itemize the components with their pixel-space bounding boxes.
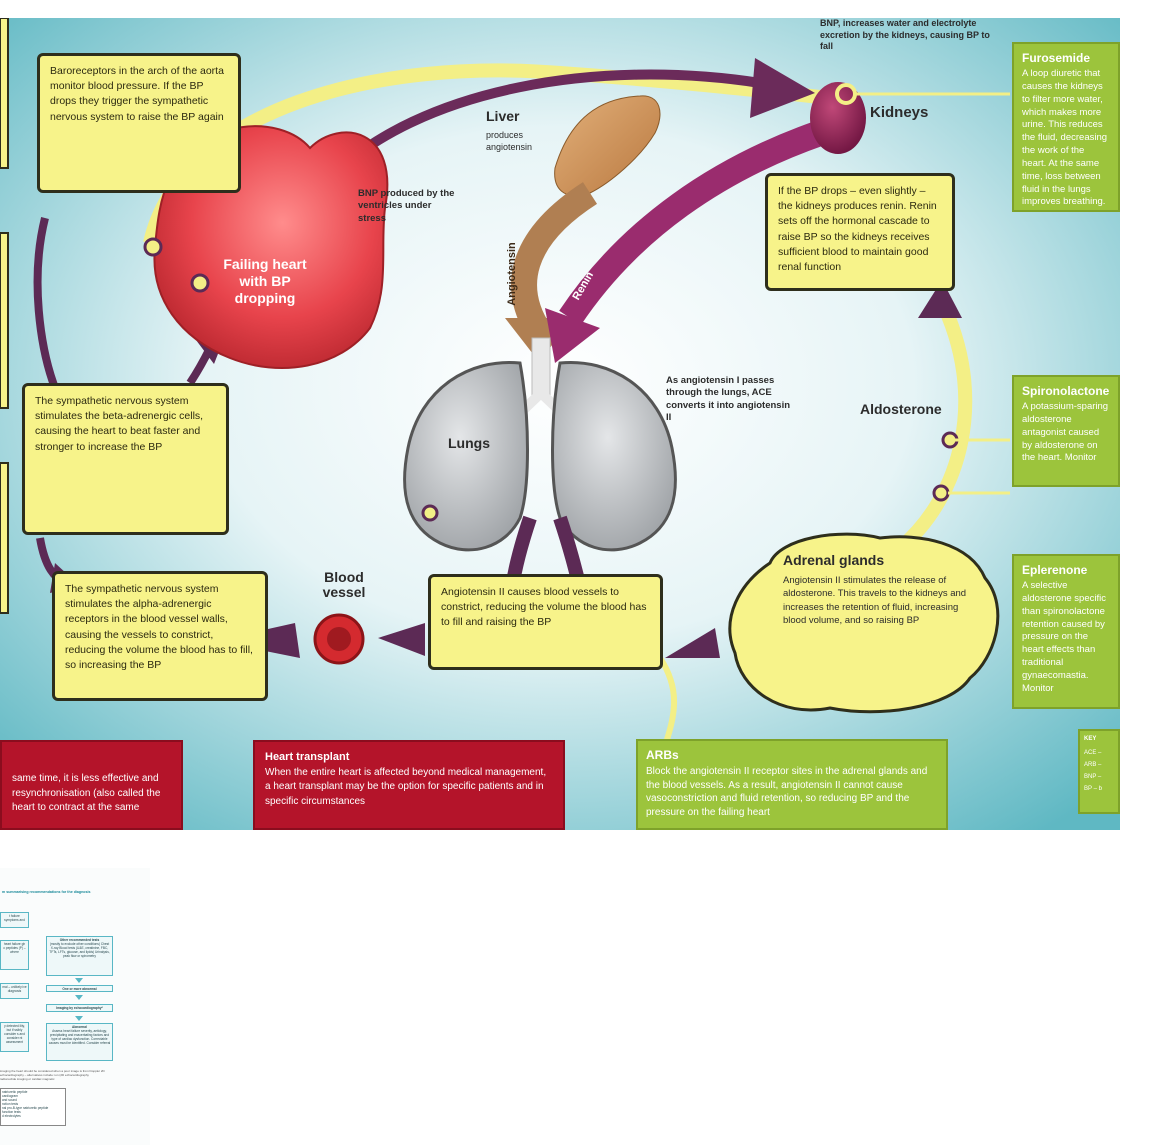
liver-title: Liver (486, 108, 519, 124)
flowchart-box-one-or-more: One or more abnormal (46, 985, 113, 992)
flowchart-arrow-down-icon (75, 1016, 83, 1021)
flowchart-box-no-abnormality: y detected ility, but if ssibly consider… (0, 1022, 29, 1052)
eplerenone-card: Eplerenone A selective aldosterone speci… (1012, 554, 1120, 709)
flowchart-arrow-down-icon (75, 978, 83, 983)
kidneys-text: If the BP drops – even slightly – the ki… (778, 185, 937, 273)
furosemide-title: Furosemide (1022, 50, 1110, 66)
aldosterone-label: Aldosterone (860, 401, 942, 417)
angiotensin2-text: Angiotensin II causes blood vessels to c… (441, 586, 646, 628)
furosemide-card: Furosemide A loop diuretic that causes t… (1012, 42, 1120, 212)
liver-subtitle: produces angiotensin (486, 130, 546, 153)
kidneys-box: If the BP drops – even slightly – the ki… (765, 173, 955, 291)
flowchart-box-symptoms-text: t failure symptoms and (4, 914, 25, 922)
flowchart-box-no-abnormality-text: y detected ility, but if ssibly consider… (4, 1024, 25, 1044)
spironolactone-text: A potassium-sparing aldosterone antagoni… (1022, 401, 1108, 463)
arbs-title: ARBs (646, 747, 938, 763)
sympathetic-beta-text: The sympathetic nervous system stimulate… (35, 395, 203, 453)
sympathetic-alpha-text: The sympathetic nervous system stimulate… (65, 583, 253, 671)
adrenal-text: Angiotensin II stimulates the release of… (783, 574, 968, 627)
bnp-label: BNP produced by the ventricles under str… (358, 188, 458, 225)
flowchart-box-suspected: heart failure gh c peptides (P) – where (0, 940, 29, 970)
lungs-label: Lungs (448, 435, 490, 451)
key-line: BP – b (1084, 785, 1114, 793)
resynchronisation-card: same time, it is less effective and resy… (0, 740, 183, 830)
flowchart-title: m summarising recommendations for the di… (2, 890, 150, 894)
eplerenone-text: A selective aldosterone specific than sp… (1022, 580, 1106, 694)
key-title: KEY (1084, 735, 1114, 743)
flowchart-arrow-down-icon (75, 995, 83, 1000)
heart-label: Failing heart with BP dropping (210, 256, 320, 306)
heart-transplant-text: When the entire heart is affected beyond… (265, 767, 546, 807)
flowchart-legend: natriuretic peptide cardiogram and sound… (0, 1088, 66, 1126)
flowchart-imaging-text: Imaging by echocardiography* (56, 1006, 103, 1010)
flowchart-legend-line: d electrolytes (2, 1114, 64, 1118)
flowchart-other-tests-text: (mostly to exclude other conditions) Che… (49, 942, 109, 958)
baroreceptors-box: Baroreceptors in the arch of the aorta m… (37, 53, 241, 193)
arbs-card: ARBs Block the angiotensin II receptor s… (636, 739, 948, 830)
flowchart-box-imaging: Imaging by echocardiography* (46, 1004, 113, 1012)
key-line: ARB – (1084, 761, 1114, 769)
resynchronisation-text: same time, it is less effective and resy… (12, 772, 171, 816)
angiotensin-arrow-label: Angiotensin (506, 242, 518, 306)
flowchart-box-symptoms: t failure symptoms and (0, 912, 29, 928)
eplerenone-title: Eplerenone (1022, 562, 1110, 578)
key-line: ACE – (1084, 749, 1114, 757)
arbs-text: Block the angiotensin II receptor sites … (646, 766, 927, 818)
ace-label: As angiotensin I passes through the lung… (666, 375, 796, 424)
key-box: KEY ACE – ARB – BNP – BP – b (1078, 729, 1120, 814)
heart-transplant-card: Heart transplant When the entire heart i… (253, 740, 565, 830)
flowchart-box-normal: mal – unlikely ive diagnosis (0, 983, 29, 999)
flowchart-box-suspected-sub: c peptides (P) – where (3, 946, 25, 954)
key-line: BNP – (1084, 773, 1114, 781)
flowchart-box-normal-text: mal – unlikely ive diagnosis (2, 985, 26, 993)
sympathetic-beta-box: The sympathetic nervous system stimulate… (22, 383, 229, 535)
flowchart-box-abnormal: Abnormal Assess heart failure severity, … (46, 1023, 113, 1061)
heart-transplant-title: Heart transplant (265, 750, 553, 766)
heart-failure-diagram: BNP, increases water and electrolyte exc… (0, 18, 1120, 830)
spironolactone-card: Spironolactone A potassium-sparing aldos… (1012, 375, 1120, 487)
flowchart-one-or-more-text: One or more abnormal (62, 987, 96, 991)
angiotensin2-box: Angiotensin II causes blood vessels to c… (428, 574, 663, 670)
kidneys-label: Kidneys (870, 104, 928, 121)
diagnosis-flowchart: m summarising recommendations for the di… (0, 868, 150, 1145)
top-caption: BNP, increases water and electrolyte exc… (820, 18, 990, 53)
adrenal-title: Adrenal glands (783, 552, 884, 568)
flowchart-box-other-tests: Other recommended tests (mostly to exclu… (46, 936, 113, 976)
spironolactone-title: Spironolactone (1022, 383, 1110, 399)
flowchart-abnormal-text: Assess heart failure severity, aetiology… (49, 1029, 110, 1045)
flowchart-footnote: imaging the heart should be considered w… (0, 1070, 105, 1082)
blood-vessel-label: Blood vessel (314, 570, 374, 601)
baroreceptors-text: Baroreceptors in the arch of the aorta m… (50, 65, 224, 123)
sympathetic-alpha-box: The sympathetic nervous system stimulate… (52, 571, 268, 701)
furosemide-text: A loop diuretic that causes the kidneys … (1022, 68, 1107, 212)
